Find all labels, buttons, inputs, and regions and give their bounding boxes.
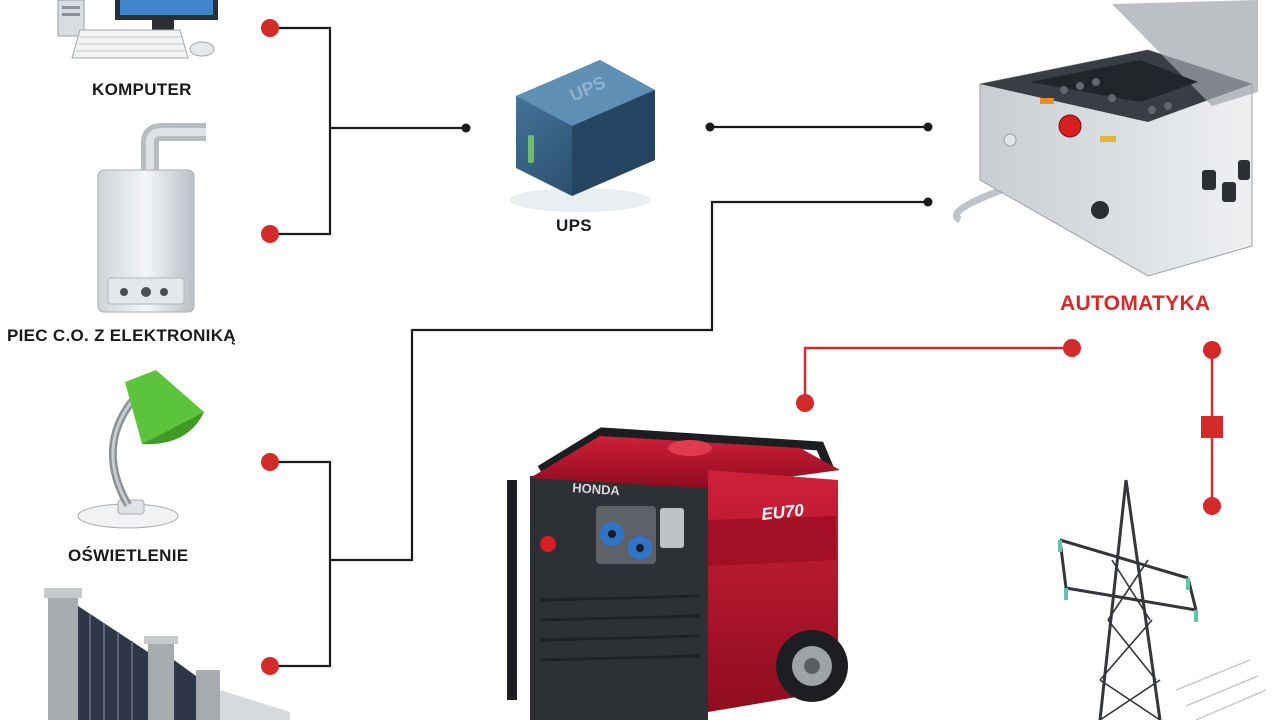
ups-label: UPS: [556, 216, 592, 235]
boiler-label: PIEC C.O. Z ELEKTRONIKĄ: [7, 326, 236, 345]
wire-loads: [270, 460, 332, 668]
lighting-label: OŚWIETLENIE: [68, 546, 189, 565]
generator-icon: HONDA EU70: [507, 427, 848, 720]
automation-label: AUTOMATYKA: [1060, 292, 1211, 315]
power-pylon-icon: [1058, 479, 1267, 720]
ups-device-icon: UPS: [510, 60, 655, 212]
automation-controller-icon: [952, 0, 1258, 277]
computer-icon: [57, 0, 218, 59]
wiring-red-dots: [261, 19, 1223, 675]
generator-model-text: EU70: [760, 501, 805, 524]
wiring-black-dots: [461, 122, 933, 207]
wiring-black: [270, 26, 928, 668]
generator-brand-text: HONDA: [572, 480, 621, 498]
wire-computer: [270, 26, 332, 236]
lamp-icon: [77, 370, 204, 529]
boiler-icon: [97, 123, 206, 313]
gate-icon: [44, 588, 290, 720]
computer-label: KOMPUTER: [92, 80, 192, 99]
wire-automation-generator: [803, 346, 1072, 403]
wiring-red: [803, 346, 1214, 506]
wire-generator-output: [330, 200, 928, 562]
